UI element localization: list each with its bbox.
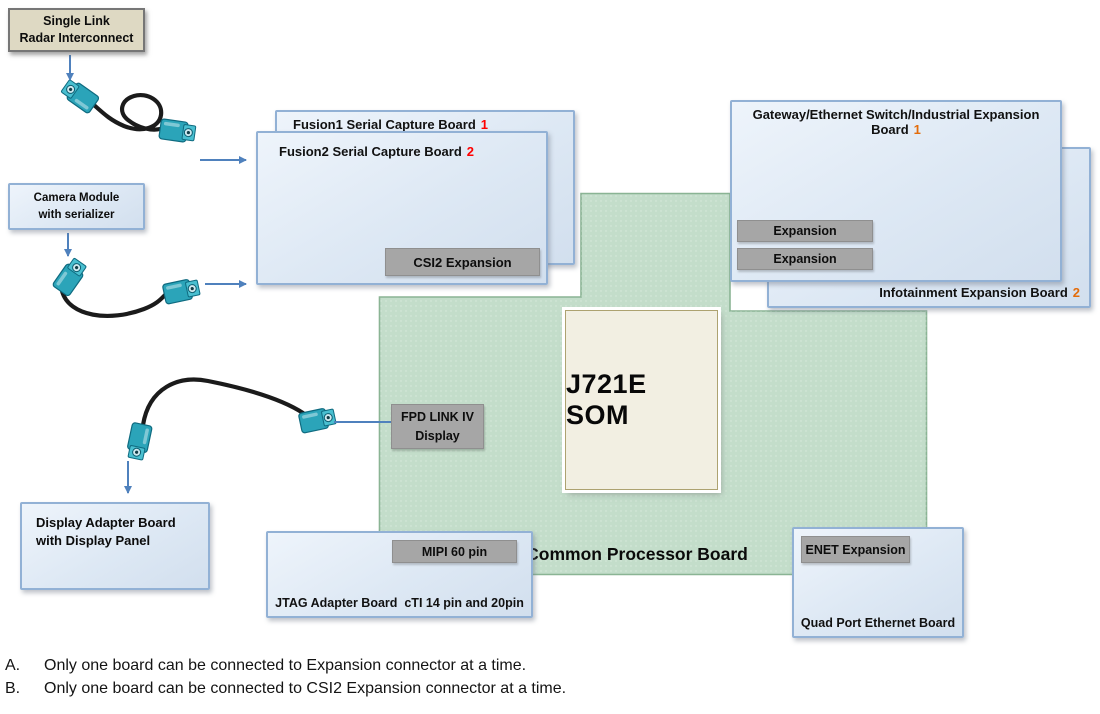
- fusion1-number: 1: [480, 117, 488, 132]
- mipi-60pin-connector: MIPI 60 pin: [392, 540, 517, 563]
- expansion-label-2: Expansion: [773, 252, 837, 266]
- connection-arrows: [64, 55, 391, 494]
- display-adapter-line1: Display Adapter Board: [36, 515, 176, 530]
- footnote-b: B. Only one board can be connected to CS…: [5, 680, 566, 698]
- footnote-a-label: A.: [5, 657, 21, 674]
- display-adapter-board: Display Adapter Board with Display Panel: [20, 502, 210, 590]
- footnote-b-label: B.: [5, 680, 21, 697]
- footnotes: A. Only one board can be connected to Ex…: [5, 657, 566, 698]
- fpd-link-label-line2: Display: [415, 428, 460, 443]
- gateway-title: Gateway/Ethernet Switch/Industrial Expan…: [732, 102, 1060, 138]
- csi2-expansion-connector: CSI2 Expansion: [385, 248, 540, 276]
- gateway-title-text: Gateway/Ethernet Switch/Industrial Expan…: [752, 107, 1040, 137]
- fakra-connector-icon: [51, 255, 90, 298]
- gateway-number: 1: [913, 121, 921, 137]
- camera-box-line2: with serializer: [38, 208, 115, 221]
- som-label: J721E SOM: [566, 369, 647, 430]
- fakra-connector-icon: [158, 118, 197, 145]
- enet-expansion-label: ENET Expansion: [805, 542, 906, 557]
- display-coax-cable: [124, 377, 338, 462]
- j721e-som-module: J721E SOM: [565, 310, 718, 490]
- footnote-a: A. Only one board can be connected to Ex…: [5, 657, 566, 675]
- fakra-connector-icon: [124, 421, 153, 462]
- jtag-board-title: JTAG Adapter Board cTI 14 pin and 20pin: [275, 595, 524, 610]
- csi2-expansion-label: CSI2 Expansion: [413, 254, 512, 270]
- enet-expansion-connector: ENET Expansion: [801, 536, 910, 563]
- fusion1-title-text: Fusion1 Serial Capture Board: [293, 117, 476, 132]
- radar-box-line2: Radar Interconnect: [19, 31, 134, 45]
- fakra-connector-icon: [58, 76, 101, 115]
- common-processor-board-label: Common Processor Board: [497, 541, 777, 567]
- gateway-board: Gateway/Ethernet Switch/Industrial Expan…: [730, 100, 1062, 282]
- camera-box-line1: Camera Module: [33, 192, 120, 205]
- infotainment-number: 2: [1072, 285, 1080, 301]
- fakra-connector-icon: [161, 276, 202, 305]
- quad-port-title: Quad Port Ethernet Board: [800, 615, 956, 630]
- camera-module-box: Camera Module with serializer: [8, 183, 145, 230]
- footnote-a-text: Only one board can be connected to Expan…: [44, 657, 527, 674]
- mipi-60pin-label: MIPI 60 pin: [421, 544, 488, 559]
- radar-interconnect-box: Single Link Radar Interconnect: [8, 8, 145, 52]
- fpd-link-label-line1: FPD LINK IV: [401, 410, 474, 425]
- expansion-connector-2: Expansion: [737, 248, 873, 270]
- infotainment-title-text: Infotainment Expansion Board: [879, 285, 1068, 301]
- display-adapter-line2: with Display Panel: [36, 533, 151, 549]
- fakra-connector-icon: [297, 405, 338, 434]
- expansion-label-1: Expansion: [773, 224, 837, 238]
- fusion2-number: 2: [466, 144, 474, 159]
- common-processor-label-text: Common Processor Board: [526, 543, 748, 564]
- fusion2-title: Fusion2 Serial Capture Board 2: [258, 133, 546, 160]
- fpd-link-display-connector: FPD LINK IV Display: [391, 404, 484, 449]
- footnote-b-text: Only one board can be connected to CSI2 …: [44, 680, 567, 697]
- expansion-connector-1: Expansion: [737, 220, 873, 242]
- camera-coax-cable: [51, 255, 202, 318]
- fusion1-title: Fusion1 Serial Capture Board 1: [277, 112, 573, 133]
- fusion2-title-text: Fusion2 Serial Capture Board: [279, 144, 462, 159]
- radar-box-line1: Single Link: [43, 14, 110, 29]
- radar-coax-cable: [58, 76, 197, 145]
